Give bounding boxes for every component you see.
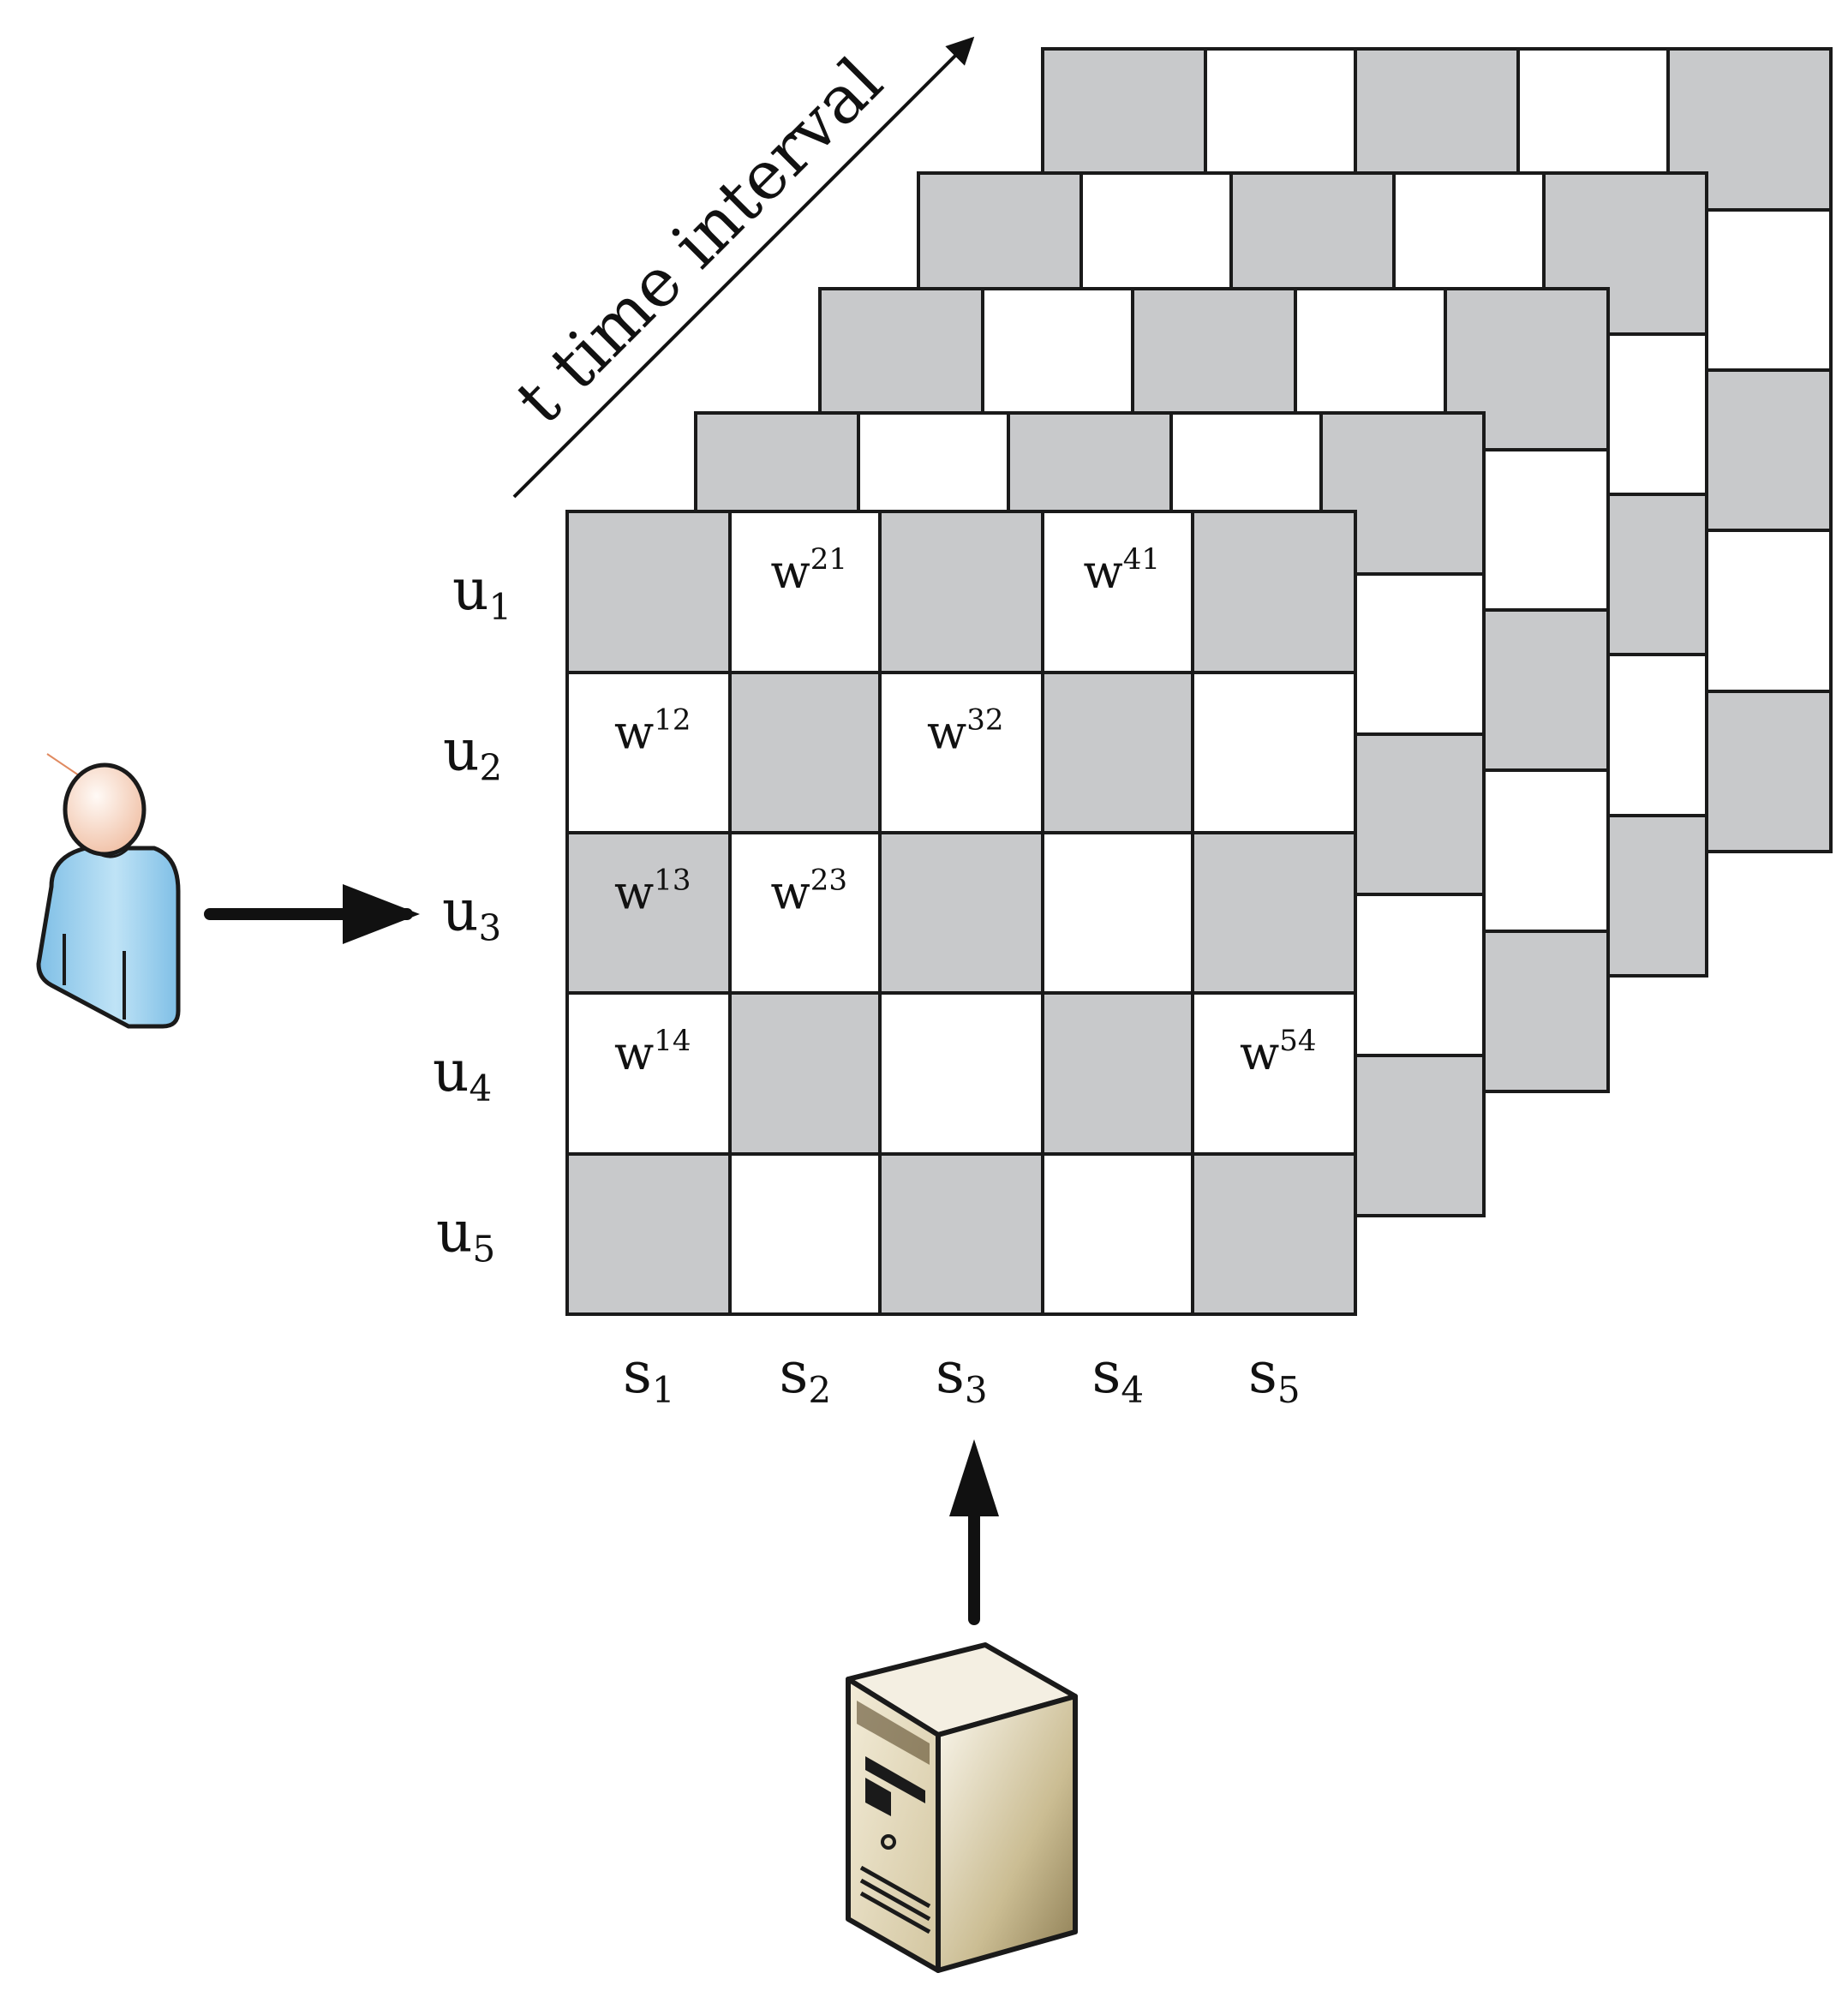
matrix-cell bbox=[728, 831, 882, 995]
user-labels: u1 u2 u3 u4 u5 bbox=[433, 557, 511, 1271]
matrix-cell bbox=[728, 1152, 882, 1316]
service-label: s2 bbox=[780, 1340, 832, 1411]
matrix-cell bbox=[1041, 510, 1194, 674]
time-axis-arrow bbox=[512, 36, 975, 499]
cell-weight-label: w14 bbox=[614, 1024, 691, 1080]
server-to-matrix-arrowhead bbox=[949, 1439, 999, 1516]
matrix-cell bbox=[565, 1152, 732, 1316]
matrix-cell bbox=[878, 1152, 1044, 1316]
cell-weight-label: w21 bbox=[771, 542, 848, 599]
time-layer: w21 w41 w12 w32 w13 w23 w14 w54 bbox=[565, 510, 1357, 1316]
matrix-cell bbox=[878, 510, 1044, 674]
service-labels: s1 s2 s3 s4 s5 bbox=[623, 1340, 1301, 1411]
service-label: s3 bbox=[936, 1340, 988, 1411]
matrix-cell bbox=[1191, 510, 1357, 674]
time-layer-stack: w21 w41 w12 w32 w13 w23 w14 w54 bbox=[565, 47, 1833, 1316]
matrix-cell bbox=[878, 991, 1044, 1156]
matrix-cell bbox=[1041, 671, 1194, 834]
matrix-cell bbox=[1041, 1152, 1194, 1316]
user-label: u2 bbox=[443, 718, 502, 789]
matrix-cell bbox=[565, 510, 732, 674]
matrix-cell bbox=[728, 991, 882, 1156]
user-to-matrix-arrowhead bbox=[343, 884, 420, 944]
user-label: u1 bbox=[452, 557, 511, 628]
cell-weight-label: w41 bbox=[1084, 542, 1161, 599]
matrix-cell bbox=[1191, 831, 1357, 995]
matrix-cell bbox=[878, 671, 1044, 834]
cell-weight-label: w12 bbox=[614, 703, 691, 760]
matrix-cell bbox=[565, 991, 732, 1156]
matrix-cell bbox=[1191, 1152, 1357, 1316]
matrix-cell bbox=[878, 831, 1044, 995]
service-label: s5 bbox=[1248, 1340, 1301, 1411]
user-label: u5 bbox=[436, 1199, 495, 1271]
matrix-cell bbox=[1191, 671, 1357, 834]
user-label: u3 bbox=[442, 878, 501, 949]
user-icon bbox=[36, 753, 181, 1029]
cell-weight-label: w23 bbox=[771, 864, 848, 920]
matrix-cell bbox=[1041, 831, 1194, 995]
cell-weight-label: w32 bbox=[927, 703, 1004, 760]
matrix-cell bbox=[728, 671, 882, 834]
matrix-cell bbox=[1041, 991, 1194, 1156]
user-label: u4 bbox=[433, 1038, 492, 1109]
matrix-cell bbox=[728, 510, 882, 674]
cell-weight-label: w13 bbox=[614, 864, 691, 920]
server-icon bbox=[846, 1642, 1078, 1973]
service-label: s1 bbox=[623, 1340, 675, 1411]
cell-weight-label: w54 bbox=[1240, 1024, 1317, 1080]
service-label: s4 bbox=[1092, 1340, 1145, 1411]
matrix-cell bbox=[1191, 991, 1357, 1156]
